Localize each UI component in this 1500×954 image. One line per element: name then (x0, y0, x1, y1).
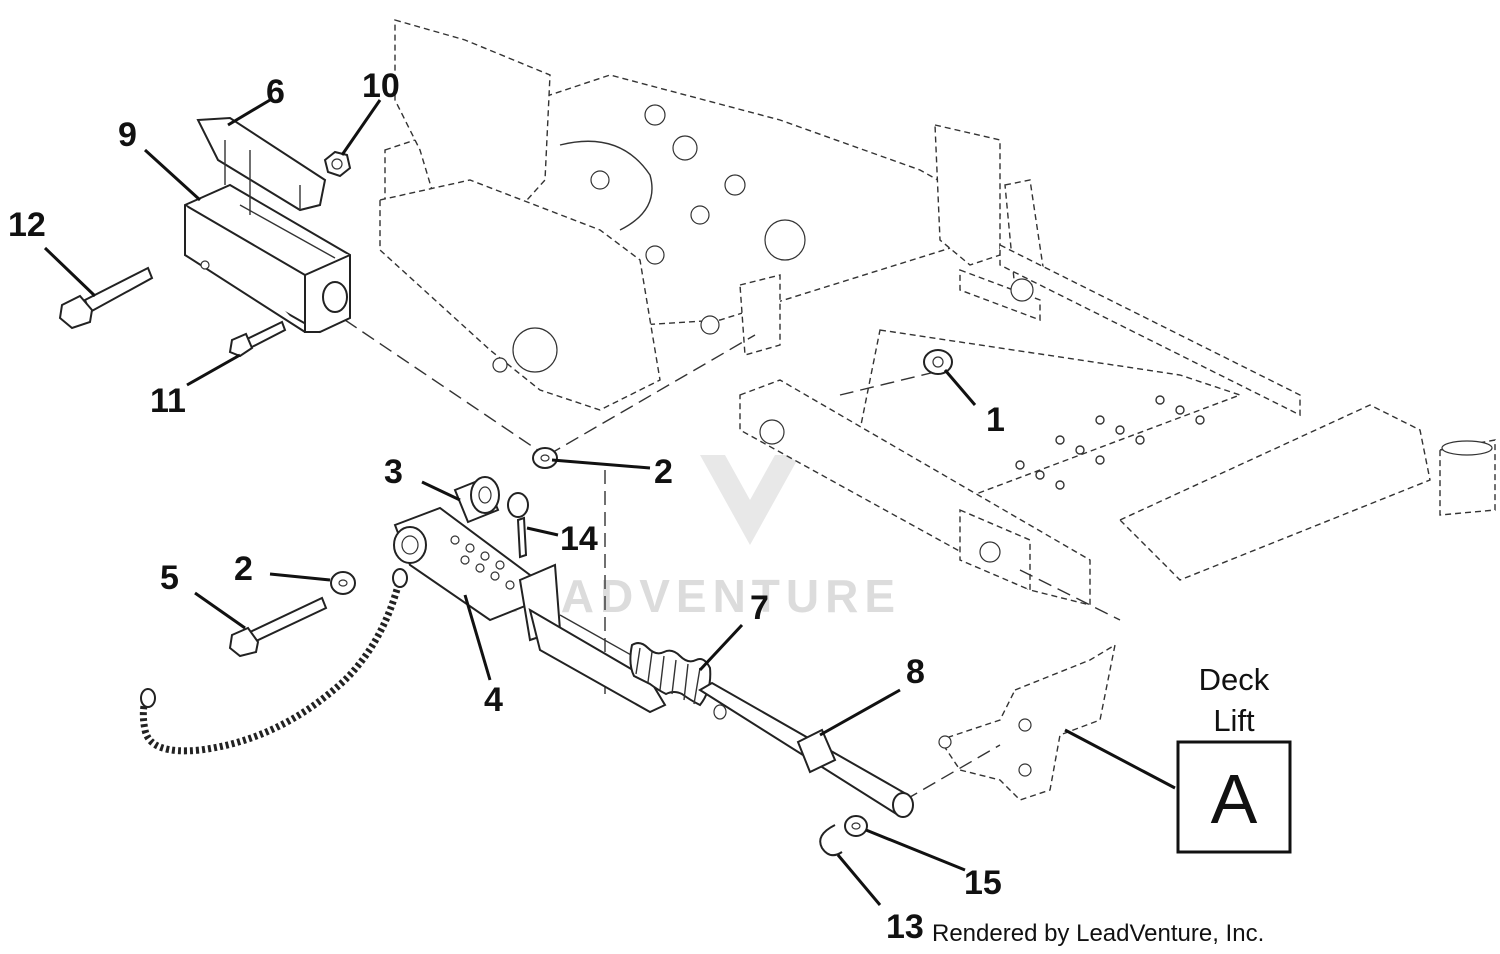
washer-part-2-lower (330, 571, 356, 595)
rod-part-8 (698, 681, 914, 818)
deck-lift-box (1176, 740, 1292, 854)
screw-part-11 (228, 320, 287, 358)
nut-part-10 (323, 150, 352, 178)
deck-lift-letter: A (1211, 760, 1258, 838)
callout-numbers: 1 2 3 14 2 5 4 7 8 6 9 10 11 12 15 13 (8, 67, 1005, 946)
leader-lines (43, 98, 1176, 906)
deck-lift-reference: Deck Lift A (1176, 662, 1292, 854)
clip-part-6 (196, 116, 327, 215)
bushing-part-3 (453, 476, 500, 524)
tractor-frame (379, 19, 1496, 801)
washer-part-15 (844, 815, 868, 837)
callout-11: 11 (150, 382, 186, 420)
callout-1: 1 (986, 401, 1005, 439)
callout-4: 4 (484, 681, 503, 719)
callout-7: 7 (750, 589, 769, 627)
deck-lift-label-line1: Deck (1199, 662, 1270, 697)
callout-5: 5 (160, 559, 179, 597)
bushing-part-1 (923, 349, 953, 375)
callout-13: 13 (886, 908, 924, 946)
pin-part-14 (507, 492, 529, 559)
callout-2-lower: 2 (234, 550, 253, 588)
callout-12: 12 (8, 206, 46, 244)
deck-lift-label-line2: Lift (1213, 703, 1255, 738)
lift-arm-part-4 (393, 506, 667, 714)
callout-15: 15 (964, 864, 1002, 902)
render-credit: Rendered by LeadVenture, Inc. (932, 920, 1264, 947)
bracket-part-9 (184, 183, 351, 334)
callout-9: 9 (118, 116, 137, 154)
callout-3: 3 (384, 453, 403, 491)
callout-8: 8 (906, 653, 925, 691)
callout-2-upper: 2 (654, 453, 673, 491)
callout-6: 6 (266, 73, 285, 111)
washer-part-2-upper (532, 447, 558, 469)
bolt-part-5 (228, 596, 328, 658)
callout-10: 10 (362, 67, 400, 105)
clip-part-13 (819, 824, 843, 857)
callout-14: 14 (560, 520, 598, 558)
cable (139, 568, 408, 755)
bolt-part-12 (58, 266, 154, 330)
watermark-logo (700, 455, 800, 545)
